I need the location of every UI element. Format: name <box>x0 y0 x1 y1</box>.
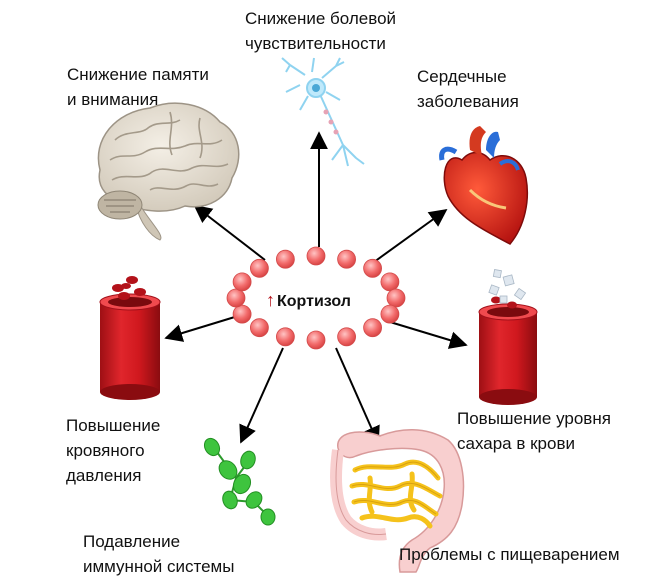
arrow-to-sugar <box>389 321 468 349</box>
cortisol-molecule-dot <box>363 318 383 338</box>
cortisol-molecule-dot <box>232 304 252 324</box>
cortisol-text: Кортизол <box>277 293 351 310</box>
cortisol-molecule-dot <box>249 258 269 278</box>
blood-vessel-sugar-icon <box>478 269 538 405</box>
arrow-to-heart <box>373 208 448 263</box>
arrows <box>164 131 468 445</box>
cortisol-molecule-dot <box>337 249 357 269</box>
blood-vessel-icon <box>99 276 161 400</box>
neuron-icon <box>281 57 365 167</box>
cortisol-molecule-dot <box>249 318 269 338</box>
antibody-icon <box>203 437 276 526</box>
label-pain: Снижение болевой чувствительности <box>245 9 397 53</box>
cortisol-molecule-dot <box>337 327 357 347</box>
cortisol-molecule-dot <box>306 330 326 350</box>
arrow-to-memory <box>193 204 266 261</box>
label-immune: Подавление иммунной системы <box>83 532 235 576</box>
heart-icon <box>439 126 529 245</box>
brain-icon <box>97 102 240 241</box>
label-heart: Сердечные заболевания <box>417 67 519 111</box>
label-digestion: Проблемы с пищеварением <box>399 545 620 564</box>
cortisol-molecule-dot <box>380 304 400 324</box>
cortisol-ring <box>226 246 406 350</box>
cortisol-molecule-dot <box>275 327 295 347</box>
arrow-to-pressure <box>164 315 239 342</box>
cortisol-molecule-dot <box>306 246 326 266</box>
cortisol-molecule-dot <box>386 288 406 308</box>
arrow-to-immune <box>239 347 284 444</box>
label-memory: Снижение памяти и внимания <box>67 65 209 109</box>
label-pressure: Повышение кровяного давления <box>66 416 161 485</box>
cortisol-molecule-dot <box>275 249 295 269</box>
label-sugar: Повышение уровня сахара в крови <box>457 409 611 453</box>
cortisol-molecule-dot <box>232 272 252 292</box>
cortisol-molecule-dot <box>380 272 400 292</box>
intestine-icon <box>330 429 465 573</box>
cortisol-label: ↑Кортизол <box>266 290 351 311</box>
cortisol-molecule-dot <box>226 288 246 308</box>
cortisol-molecule-dot <box>363 258 383 278</box>
arrow-to-digestion <box>335 347 380 445</box>
increase-arrow-icon: ↑ <box>266 290 275 310</box>
